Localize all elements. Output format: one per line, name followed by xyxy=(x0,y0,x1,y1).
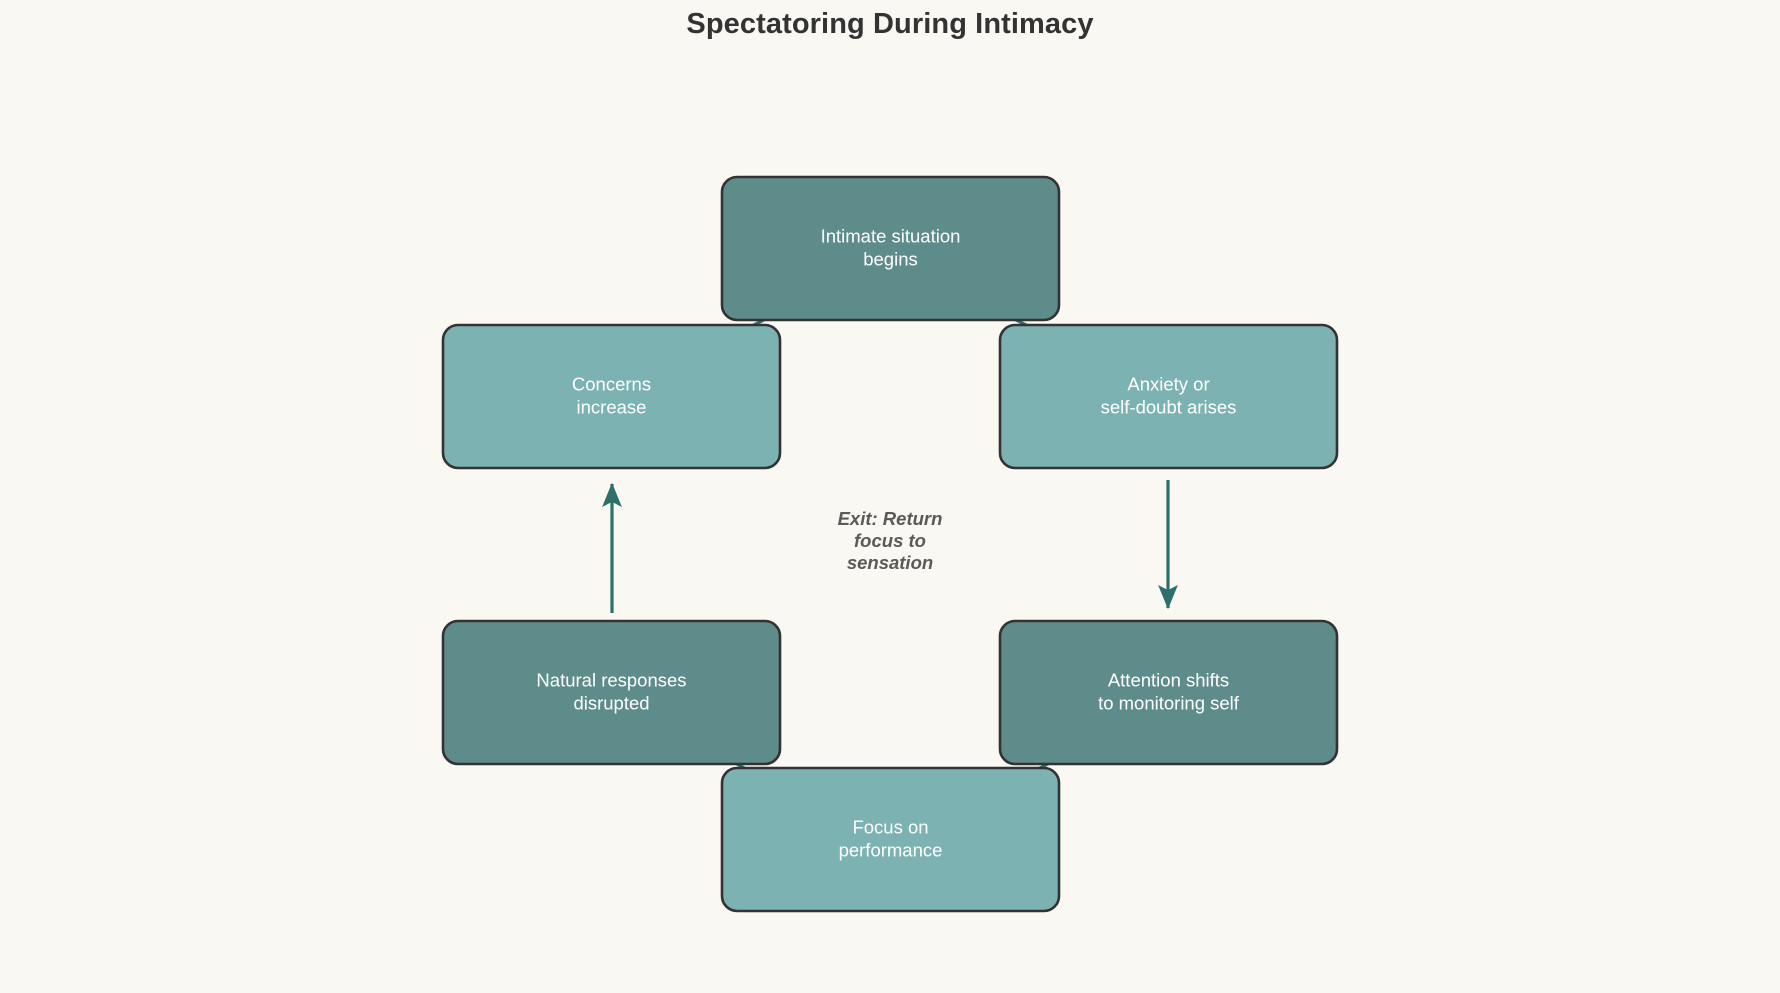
node-label-line1: Focus on xyxy=(852,816,928,837)
node-box-intimate[interactable] xyxy=(720,175,1061,322)
annotation-line: focus to xyxy=(854,530,926,551)
node-label-line1: Attention shifts xyxy=(1108,669,1229,690)
node-box-focus[interactable] xyxy=(720,766,1061,913)
node-label-line2: performance xyxy=(839,839,943,860)
node-box-concerns[interactable] xyxy=(441,323,782,470)
node-label-line2: disrupted xyxy=(573,692,649,713)
annotation-line: Exit: Return xyxy=(838,508,943,529)
page-title: Spectatoring During Intimacy xyxy=(686,8,1094,40)
node-label-line2: self-doubt arises xyxy=(1101,396,1237,417)
node-box-natural[interactable] xyxy=(441,619,782,766)
annotation-line: sensation xyxy=(847,552,933,573)
node-label-line1: Intimate situation xyxy=(821,225,961,246)
node-label-line1: Concerns xyxy=(572,373,651,394)
node-label-line1: Anxiety or xyxy=(1127,373,1209,394)
node-label-line1: Natural responses xyxy=(536,669,686,690)
node-label-line2: increase xyxy=(577,396,647,417)
node-box-anxiety[interactable] xyxy=(998,323,1339,470)
node-box-attention[interactable] xyxy=(998,619,1339,766)
node-label-line2: begins xyxy=(863,248,918,269)
node-label-line2: to monitoring self xyxy=(1098,692,1240,713)
